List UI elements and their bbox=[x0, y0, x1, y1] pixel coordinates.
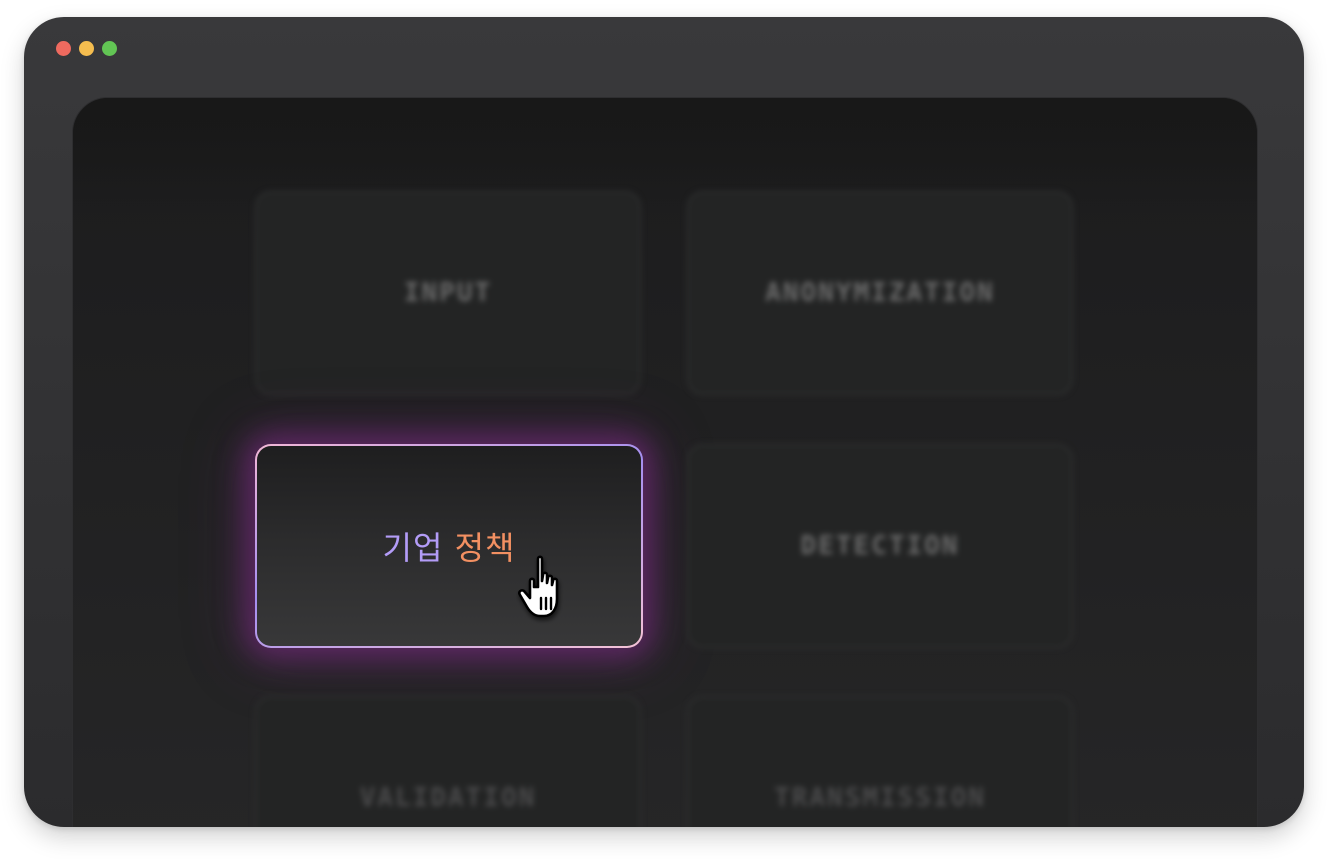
card-input-label: INPUT bbox=[403, 278, 493, 308]
card-policy[interactable]: 기업 정책 bbox=[255, 444, 643, 648]
card-detection-label: DETECTION bbox=[800, 531, 960, 561]
pipeline-panel: INPUT ANONYMIZATION 기업 정책 DETECTION VALI… bbox=[72, 97, 1258, 827]
card-detection[interactable]: DETECTION bbox=[687, 444, 1073, 648]
card-policy-label-part2: 정책 bbox=[454, 529, 516, 567]
app-window: INPUT ANONYMIZATION 기업 정책 DETECTION VALI… bbox=[24, 17, 1304, 827]
top-fade-overlay bbox=[73, 98, 1257, 218]
hand-pointer-icon bbox=[518, 555, 559, 618]
card-anonymization[interactable]: ANONYMIZATION bbox=[687, 191, 1073, 395]
card-input[interactable]: INPUT bbox=[255, 191, 641, 395]
card-validation[interactable]: VALIDATION bbox=[255, 696, 641, 827]
card-transmission-label: TRANSMISSION bbox=[774, 783, 986, 813]
zoom-window-button[interactable] bbox=[102, 41, 117, 56]
card-validation-label: VALIDATION bbox=[359, 783, 537, 813]
card-anonymization-label: ANONYMIZATION bbox=[765, 278, 995, 308]
card-transmission[interactable]: TRANSMISSION bbox=[687, 696, 1073, 827]
minimize-window-button[interactable] bbox=[79, 41, 94, 56]
card-policy-label: 기업 정책 bbox=[383, 523, 516, 569]
close-window-button[interactable] bbox=[56, 41, 71, 56]
window-controls bbox=[56, 41, 117, 56]
card-policy-label-part1: 기업 bbox=[382, 529, 444, 567]
